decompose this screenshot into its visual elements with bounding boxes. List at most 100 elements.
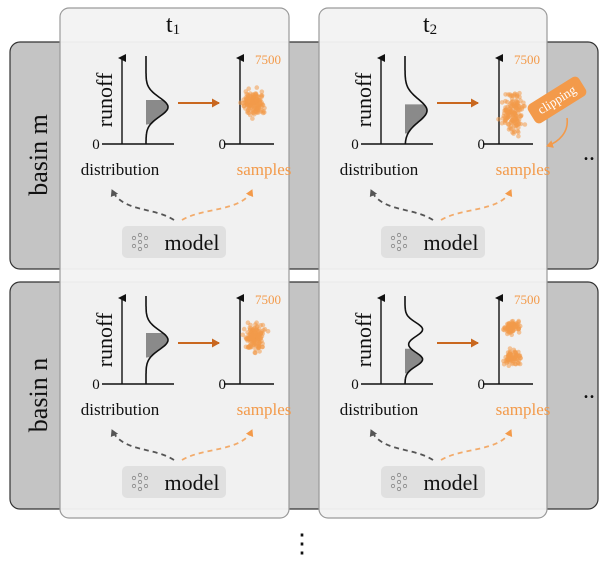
model-box xyxy=(381,226,485,258)
sample-point xyxy=(256,343,262,349)
sample-point xyxy=(508,123,514,129)
clipping-arrow xyxy=(546,117,569,148)
sample-point xyxy=(255,94,260,99)
row-label-basin-m: basin m xyxy=(24,114,53,196)
network-node xyxy=(131,483,137,489)
sample-point xyxy=(240,332,245,338)
network-node xyxy=(137,479,143,485)
model-label: model xyxy=(165,470,220,495)
sample-point xyxy=(256,333,261,339)
sample-point xyxy=(511,120,516,125)
sample-point xyxy=(516,121,522,126)
network-node xyxy=(131,243,137,249)
network-node xyxy=(402,483,408,489)
sample-point xyxy=(519,113,524,118)
samples-label: samples xyxy=(237,400,292,419)
sample-point xyxy=(507,346,513,351)
network-node xyxy=(131,475,137,481)
model-label: model xyxy=(165,230,220,255)
network-node xyxy=(390,483,396,489)
runoff-axis-label: runoff xyxy=(92,72,117,127)
runoff-axis-label: runoff xyxy=(92,312,117,367)
max-tick-label: 7500 xyxy=(514,292,540,307)
network-node xyxy=(137,232,143,238)
sample-point xyxy=(516,326,521,332)
sample-point xyxy=(251,94,256,99)
sample-point xyxy=(511,347,517,353)
distribution-label: distribution xyxy=(340,400,419,419)
sample-point xyxy=(522,122,528,127)
model-box xyxy=(122,466,226,498)
network-node xyxy=(137,472,143,478)
zero-tick-label: 0 xyxy=(351,137,359,153)
sample-point xyxy=(509,332,514,338)
sample-point xyxy=(255,102,261,107)
sample-point xyxy=(252,342,257,348)
sample-point xyxy=(241,326,247,332)
sample-point xyxy=(241,97,246,102)
sample-point xyxy=(510,130,515,135)
network-node xyxy=(396,246,402,252)
model-label: model xyxy=(424,230,479,255)
samples-zero-label: 0 xyxy=(219,377,227,393)
sample-point xyxy=(512,104,517,109)
network-icon xyxy=(131,232,149,252)
network-node xyxy=(396,486,402,492)
sample-point xyxy=(514,99,519,104)
model-to-distribution-arrow xyxy=(369,429,434,461)
network-node xyxy=(390,235,396,241)
network-node xyxy=(143,243,149,249)
sample-point xyxy=(496,117,501,122)
network-node xyxy=(143,475,149,481)
row-label-basin-n: basin n xyxy=(24,358,53,432)
sample-point xyxy=(250,116,255,121)
sample-point xyxy=(262,105,267,111)
model-box xyxy=(122,226,226,258)
network-node xyxy=(390,243,396,249)
network-node xyxy=(390,475,396,481)
model-label: model xyxy=(424,470,479,495)
sample-point xyxy=(503,118,509,123)
model-to-distribution-arrow xyxy=(369,189,434,221)
sample-point xyxy=(252,329,258,335)
network-icon xyxy=(131,472,149,492)
network-icon xyxy=(390,232,408,252)
network-node xyxy=(402,243,408,249)
zero-tick-label: 0 xyxy=(92,377,100,393)
network-node xyxy=(137,486,143,492)
sample-point xyxy=(508,351,513,357)
sample-point xyxy=(516,133,521,139)
sample-point xyxy=(247,337,252,342)
samples-zero-label: 0 xyxy=(478,137,486,153)
network-icon xyxy=(390,472,408,492)
distribution-shaded-area xyxy=(405,104,427,134)
sample-point xyxy=(505,357,511,362)
sample-point xyxy=(512,115,517,121)
zero-tick-label: 0 xyxy=(351,377,359,393)
sample-point xyxy=(510,360,515,366)
model-box xyxy=(381,466,485,498)
sample-point xyxy=(246,86,251,91)
sample-point xyxy=(240,100,246,106)
network-node xyxy=(143,235,149,241)
sample-point xyxy=(253,350,258,356)
column-panel-t1 xyxy=(59,7,290,519)
model-to-distribution-arrow xyxy=(110,189,175,221)
sample-point xyxy=(260,341,265,346)
distribution-shaded-area xyxy=(146,332,168,358)
sample-point xyxy=(247,325,253,331)
sample-point xyxy=(503,113,509,118)
sample-point xyxy=(505,331,510,337)
sample-point xyxy=(506,363,512,368)
row-ellipsis-m: .. xyxy=(583,140,595,166)
runoff-axis-label: runoff xyxy=(351,72,376,127)
sample-point xyxy=(244,91,249,97)
sample-point xyxy=(512,324,518,330)
samples-label: samples xyxy=(496,160,551,179)
sample-point xyxy=(249,104,254,110)
column-header-t2: t2 xyxy=(423,12,437,38)
sample-point xyxy=(259,89,265,94)
sample-point xyxy=(515,360,521,366)
